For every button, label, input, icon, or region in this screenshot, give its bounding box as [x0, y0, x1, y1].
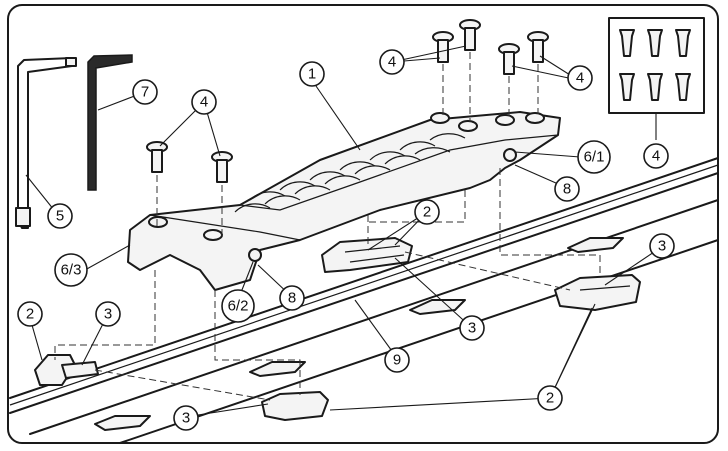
svg-text:4: 4 — [652, 148, 660, 165]
callout-part-9: 9 — [384, 347, 410, 373]
screw-group — [146, 19, 549, 183]
callout-part-8-left: 8 — [279, 285, 305, 311]
svg-text:5: 5 — [56, 208, 64, 225]
clamp-wedge-bottom — [261, 391, 329, 421]
screw-inventory-box — [608, 17, 705, 140]
callout-part-3-center: 3 — [459, 315, 485, 341]
svg-text:9: 9 — [393, 352, 401, 369]
svg-text:2: 2 — [546, 390, 554, 407]
svg-text:7: 7 — [141, 84, 149, 101]
svg-text:1: 1 — [308, 66, 316, 83]
callout-part-2-left: 2 — [17, 301, 43, 327]
svg-text:4: 4 — [200, 94, 208, 111]
rail-base — [9, 157, 719, 444]
callout-part-8-right: 8 — [554, 176, 580, 202]
svg-text:4: 4 — [576, 70, 584, 87]
svg-text:2: 2 — [423, 204, 431, 221]
callout-part-3-left: 3 — [95, 301, 121, 327]
svg-text:2: 2 — [26, 306, 34, 323]
clamp-jaw-right — [554, 274, 641, 311]
callout-part-4-left: 4 — [191, 89, 217, 115]
callout-part-6-3: 6/3 — [54, 253, 88, 287]
svg-text:8: 8 — [563, 181, 571, 198]
callout-part-6-2: 6/2 — [221, 289, 255, 323]
svg-text:4: 4 — [388, 54, 396, 71]
diagram-frame — [7, 4, 719, 444]
callout-part-4-top-left: 4 — [379, 49, 405, 75]
svg-text:6/2: 6/2 — [228, 298, 249, 315]
svg-text:6/3: 6/3 — [61, 262, 82, 279]
callout-part-7: 7 — [132, 79, 158, 105]
callout-part-5: 5 — [47, 203, 73, 229]
svg-text:3: 3 — [182, 410, 190, 427]
callout-part-4-box: 4 — [643, 143, 669, 169]
callout-part-4-top-right: 4 — [567, 65, 593, 91]
hex-key-short — [87, 54, 133, 191]
scope-base-main — [127, 111, 561, 291]
callout-part-3-right: 3 — [649, 233, 675, 259]
clamp-jaw-center — [321, 237, 413, 273]
callout-part-3-bottom: 3 — [173, 405, 199, 431]
callout-part-2-right: 2 — [537, 385, 563, 411]
clamp-jaw-left — [34, 354, 99, 386]
svg-text:8: 8 — [288, 290, 296, 307]
callout-part-2-center: 2 — [414, 199, 440, 225]
callout-part-1: 1 — [299, 61, 325, 87]
svg-text:6/1: 6/1 — [584, 149, 605, 166]
hex-key-long — [15, 57, 77, 229]
svg-text:3: 3 — [468, 320, 476, 337]
projection-lines — [54, 52, 601, 401]
svg-text:3: 3 — [104, 306, 112, 323]
callout-part-6-1: 6/1 — [577, 140, 611, 174]
svg-text:3: 3 — [658, 238, 666, 255]
